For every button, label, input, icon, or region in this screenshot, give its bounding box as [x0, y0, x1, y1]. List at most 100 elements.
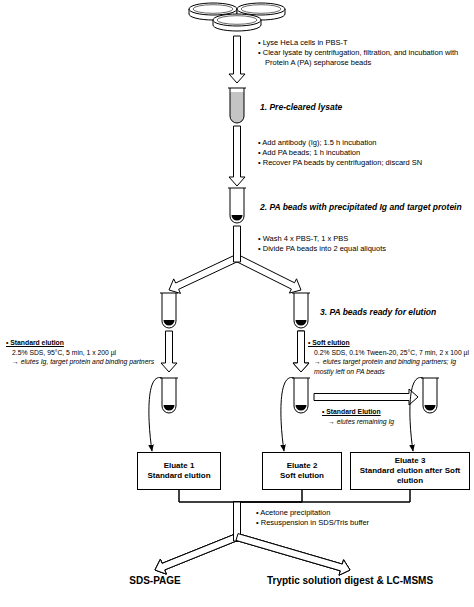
step-note: • Add antibody (Ig); 1.5 h incubation — [258, 138, 470, 148]
text-block: • Add antibody (Ig); 1.5 h incubation• A… — [258, 138, 470, 168]
hollow-arrow — [236, 534, 350, 576]
step-note: • Acetone precipitation — [256, 508, 468, 518]
merge-line — [237, 490, 410, 502]
merge-line — [179, 490, 237, 502]
merge-line — [237, 490, 302, 502]
tube-rim — [228, 88, 246, 89]
flow-connector — [281, 331, 309, 451]
flow-connector — [234, 490, 351, 575]
tube-body — [230, 188, 244, 223]
dish-rim — [193, 5, 233, 14]
lysate-fill — [230, 92, 244, 123]
tube-rim — [160, 378, 178, 379]
dish-lid — [237, 3, 285, 15]
text-block: • Standard Elution→ elutes remaining Ig — [322, 407, 472, 426]
box-title: Eluate 3 — [395, 456, 426, 466]
step-label: 3. PA beads ready for elution — [320, 307, 436, 318]
tube-rim — [292, 378, 310, 379]
box-title: Eluate 2 — [287, 461, 318, 471]
hollow-arrow — [169, 255, 239, 294]
step-note: • Recover PA beads by centrifugation; di… — [258, 158, 470, 168]
tube-icon — [159, 291, 179, 333]
condition-text: 0.2% SDS, 0.1% Tween-20, 25°C, 7 min, 2 … — [308, 348, 474, 358]
tube-body — [230, 88, 244, 123]
step-label: 2. PA beads with precipitated Ig and tar… — [260, 202, 462, 213]
hollow-arrow — [314, 389, 418, 405]
box-text: Standard elution after Soft elution — [353, 466, 467, 486]
elution-tube — [421, 378, 439, 413]
elution-tube — [292, 378, 310, 413]
text-block: • Soft elution0.2% SDS, 0.1% Tween-20, 2… — [308, 338, 474, 376]
dish-rim — [241, 5, 281, 14]
text-block: • Standard elution2.5% SDS, 95°C, 5 min,… — [6, 338, 156, 367]
text-block: • Lyse HeLa cells in PBS-T• Clear lysate… — [258, 38, 470, 68]
hollow-arrow — [229, 36, 245, 83]
result-note: → elutes remaining Ig — [322, 417, 472, 427]
step-note: • Resuspension in SDS/Tris buffer — [256, 518, 468, 528]
hollow-arrow — [155, 534, 238, 574]
tube-stage: 3. PA beads ready for elution — [158, 291, 472, 333]
culture-dishes — [189, 3, 285, 31]
merge-line — [237, 490, 410, 502]
step-note: • Add PA beads; 1 h incubation — [258, 148, 470, 158]
method-heading: • Standard elution — [6, 338, 156, 348]
hollow-arrow — [293, 331, 309, 372]
text-block: • Wash 4 x PBS-T, 1 x PBS• Divide PA bea… — [258, 234, 470, 254]
result-label: SDS-PAGE — [129, 575, 181, 587]
bead-pellet — [296, 405, 307, 411]
tube-icon — [227, 186, 247, 228]
elution-tube — [160, 378, 178, 413]
result-note: → elutes target protein and binding part… — [308, 357, 474, 376]
tube-stage: 1. Pre-cleared lysate — [226, 86, 472, 128]
tube-stage: 2. PA beads with precipitated Ig and tar… — [226, 186, 472, 228]
tube-icon — [227, 86, 247, 128]
hollow-arrow — [235, 255, 301, 293]
tube-rim — [292, 293, 310, 294]
pour-arrow — [410, 378, 423, 451]
bead-pellet — [164, 320, 175, 326]
box-text: Standard elution — [147, 471, 210, 481]
bead-pellet — [425, 405, 436, 411]
hollow-arrow — [155, 534, 238, 574]
hollow-arrow — [234, 226, 241, 262]
result-label: Tryptic solution digest & LC-MSMS — [267, 575, 433, 587]
flow-connector — [149, 331, 177, 451]
hollow-arrow — [236, 534, 350, 576]
step-label: 1. Pre-cleared lysate — [260, 102, 342, 113]
bead-pellet — [232, 215, 243, 221]
tube-rim — [228, 188, 246, 189]
hollow-arrow — [236, 534, 350, 576]
merge-line — [179, 490, 237, 502]
bead-pellet — [164, 405, 175, 411]
merge-line — [237, 490, 302, 502]
eluate-box: Eluate 1Standard elution — [137, 452, 221, 490]
flow-connector — [155, 490, 410, 574]
dish-lid — [213, 14, 261, 26]
tube-body — [423, 378, 437, 413]
box-title: Eluate 1 — [164, 461, 195, 471]
dish-rim — [217, 16, 257, 25]
hollow-arrow — [229, 126, 245, 186]
eluate-box: Eluate 2Soft elution — [262, 452, 342, 490]
result-node: Tryptic solution digest & LC-MSMS — [245, 572, 455, 590]
box-text: Soft elution — [280, 471, 324, 481]
flow-connector — [179, 490, 350, 575]
flow-connector — [229, 126, 245, 186]
hollow-arrow — [155, 534, 238, 574]
result-note: → elutes Ig, target protein and binding … — [6, 357, 156, 367]
pour-arrow — [281, 378, 294, 451]
step-note: • Wash 4 x PBS-T, 1 x PBS — [258, 234, 470, 244]
tube-body — [162, 378, 176, 413]
step-note: • Lyse HeLa cells in PBS-T — [258, 38, 470, 48]
condition-text: 2.5% SDS, 95°C, 5 min, 1 x 200 µl — [6, 348, 156, 358]
tube-body — [162, 293, 176, 328]
dish-lid — [189, 3, 237, 15]
method-heading: • Soft elution — [308, 338, 474, 348]
hollow-arrow — [293, 331, 309, 372]
text-block: • Acetone precipitation• Resuspension in… — [256, 508, 468, 528]
tube-body — [294, 378, 308, 413]
step-note: • Clear lysate by centrifugation, filtra… — [258, 48, 470, 68]
pour-arrow — [149, 378, 162, 451]
